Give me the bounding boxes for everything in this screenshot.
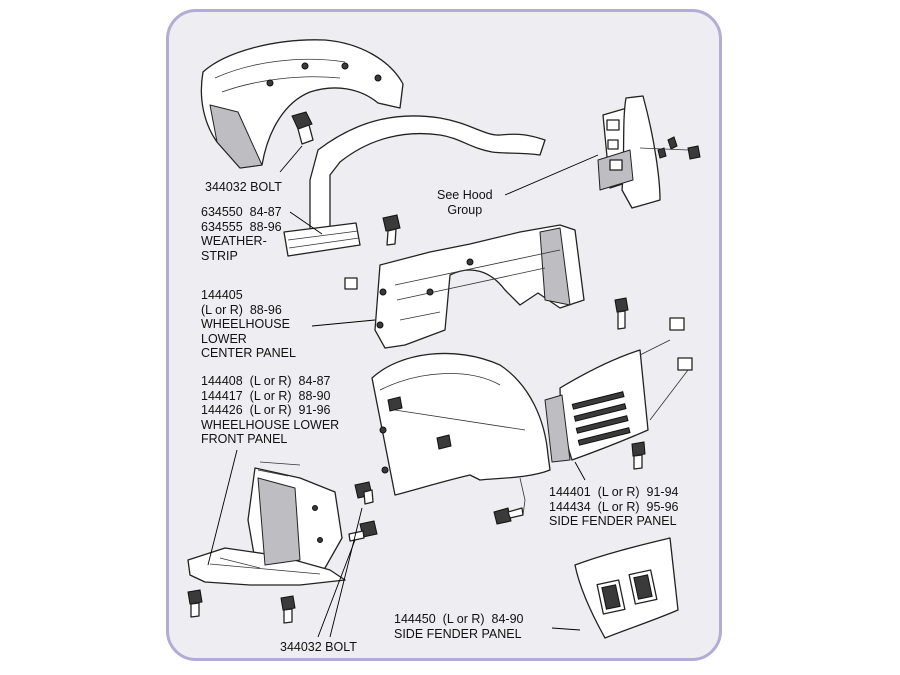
side-fender-panel-lower bbox=[574, 537, 679, 639]
label-weatherstrip: 634550 84-87 634555 88-96 WEATHER- STRIP bbox=[201, 205, 282, 263]
label-side-fender-upper: 144401 (L or R) 91-94 144434 (L or R) 95… bbox=[549, 485, 679, 529]
label-side-fender-lower: 144450 (L or R) 84-90 SIDE FENDER PANEL bbox=[394, 612, 524, 641]
side-fender-panel-upper bbox=[544, 297, 693, 470]
bolt-center bbox=[382, 214, 401, 246]
bolt-left-4 bbox=[280, 595, 296, 624]
weatherstrip bbox=[283, 115, 546, 257]
wheelhouse-center-panel bbox=[344, 224, 585, 349]
bolt-left-1 bbox=[354, 481, 374, 505]
wheelhouse-front-panel bbox=[371, 352, 551, 516]
bolt-top bbox=[291, 111, 314, 145]
bolt-front-lower bbox=[493, 507, 524, 525]
wheelhouse-front-panel-left bbox=[187, 461, 346, 586]
bolt-left-2 bbox=[348, 520, 378, 542]
label-bolt-top: 344032 BOLT bbox=[205, 180, 282, 194]
wheelhouse-shroud bbox=[200, 39, 404, 169]
bolt-left-3 bbox=[187, 589, 203, 618]
label-hood-group: See Hood Group bbox=[437, 188, 493, 217]
label-center-panel: 144405 (L or R) 88-96 WHEELHOUSE LOWER C… bbox=[201, 288, 296, 361]
hood-hinge-assembly bbox=[597, 95, 701, 209]
label-bolt-bottom: 344032 BOLT bbox=[280, 640, 357, 654]
label-front-panel: 144408 (L or R) 84-87 144417 (L or R) 88… bbox=[201, 374, 340, 447]
